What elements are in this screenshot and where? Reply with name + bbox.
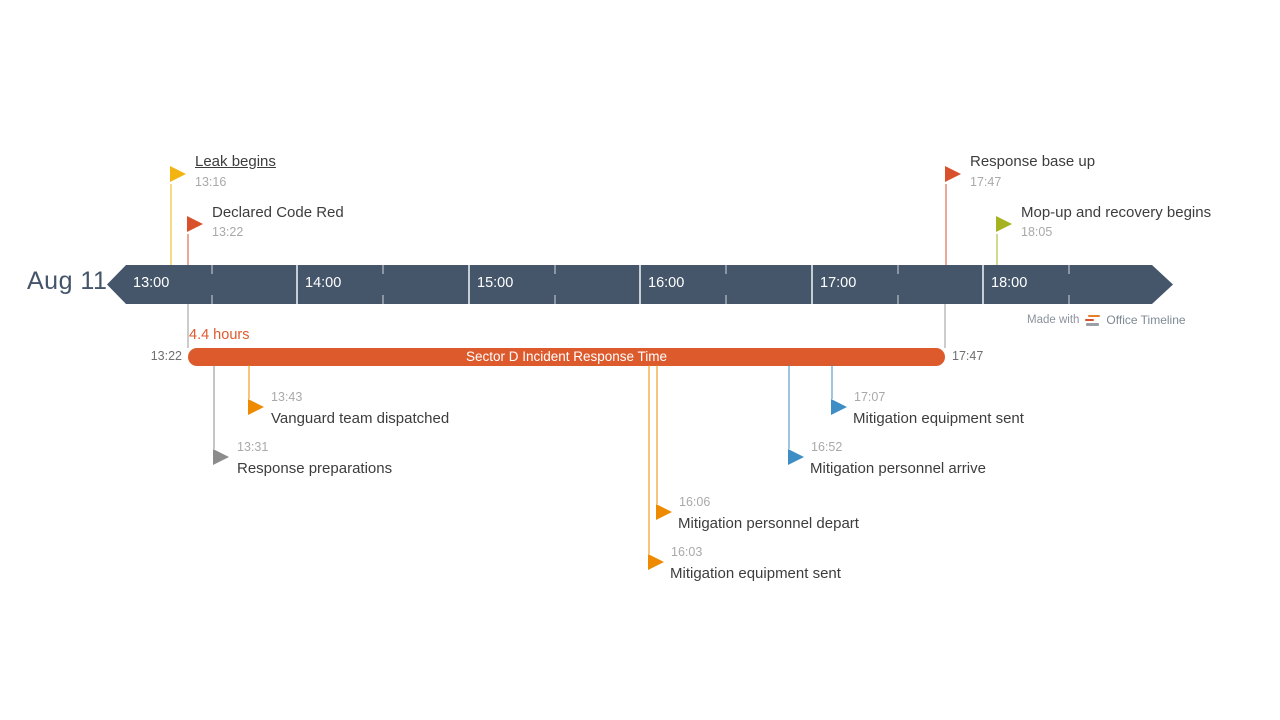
milestone-flag-icon[interactable] [213, 449, 229, 465]
half-hour-tick [382, 295, 384, 304]
milestone-connector [648, 365, 650, 554]
branding: Made with Office Timeline [1027, 313, 1186, 327]
milestone-name: Declared Code Red [212, 204, 344, 221]
milestone-connector [656, 365, 658, 504]
milestone-flag-icon[interactable] [170, 166, 186, 182]
brand-name: Office Timeline [1106, 313, 1186, 327]
half-hour-tick [382, 265, 384, 274]
milestone-connector [213, 365, 215, 449]
hour-gridline [468, 265, 470, 304]
milestone-flag-icon[interactable] [945, 166, 961, 182]
made-with-label: Made with [1027, 314, 1080, 326]
task-end-time: 17:47 [952, 349, 984, 363]
milestone-time: 16:06 [679, 495, 711, 509]
milestone-flag-icon[interactable] [187, 216, 203, 232]
milestone-time: 13:43 [271, 390, 303, 404]
half-hour-tick [1068, 295, 1070, 304]
milestone-name: Leak begins [195, 153, 276, 170]
milestone-flag-icon[interactable] [248, 399, 264, 415]
hour-gridline [296, 265, 298, 304]
milestone-time: 13:31 [237, 440, 269, 454]
half-hour-tick [725, 265, 727, 274]
task-bar[interactable]: Sector D Incident Response Time [188, 348, 945, 366]
milestone-flag-icon[interactable] [656, 504, 672, 520]
hour-gridline [811, 265, 813, 304]
milestone-time: 17:47 [970, 175, 1002, 189]
milestone-connector [788, 365, 790, 449]
milestone-name: Response base up [970, 153, 1096, 170]
milestone-time: 13:22 [212, 225, 244, 239]
milestone-time: 16:03 [671, 545, 703, 559]
half-hour-tick [211, 265, 213, 274]
half-hour-tick [211, 295, 213, 304]
half-hour-tick [1068, 265, 1070, 274]
milestone-connector [187, 234, 189, 265]
half-hour-tick [897, 295, 899, 304]
hour-label: 15:00 [477, 275, 514, 291]
task-start-time: 13:22 [150, 349, 182, 363]
milestone-connector [170, 184, 172, 265]
milestone-name: Response preparations [237, 460, 393, 477]
milestone-flag-icon[interactable] [788, 449, 804, 465]
milestone-time: 17:07 [854, 390, 886, 404]
timeline-band[interactable]: 13:00 14:00 15:00 16:00 17:00 18:00 [107, 265, 1173, 304]
task-end-connector [944, 304, 946, 348]
milestone-name: Vanguard team dispatched [271, 410, 450, 427]
milestone-connector [996, 234, 998, 265]
milestone-time: 18:05 [1021, 225, 1053, 239]
half-hour-tick [554, 265, 556, 274]
milestone-flag-icon[interactable] [996, 216, 1012, 232]
milestone-time: 16:52 [811, 440, 843, 454]
hour-label: 16:00 [648, 275, 685, 291]
half-hour-tick [725, 295, 727, 304]
hour-gridline [639, 265, 641, 304]
task-duration-label: 4.4 hours [189, 327, 250, 343]
hour-label: 13:00 [133, 275, 170, 291]
milestone-name: Mitigation equipment sent [853, 410, 1024, 427]
milestone-name: Mop-up and recovery begins [1021, 204, 1212, 221]
hour-label: 14:00 [305, 275, 342, 291]
office-timeline-logo-icon [1084, 314, 1101, 327]
half-hour-tick [897, 265, 899, 274]
milestone-name: Mitigation personnel depart [678, 515, 859, 532]
milestone-flag-icon[interactable] [831, 399, 847, 415]
hour-label: 17:00 [820, 275, 857, 291]
milestone-name: Mitigation equipment sent [670, 565, 841, 582]
hour-label: 18:00 [991, 275, 1028, 291]
task-start-connector [187, 304, 189, 348]
milestone-connector [831, 365, 833, 399]
milestone-name: Mitigation personnel arrive [810, 460, 986, 477]
milestone-flag-icon[interactable] [648, 554, 664, 570]
milestone-connector [945, 184, 947, 265]
date-label: Aug 11 [27, 267, 108, 295]
milestone-time: 13:16 [195, 175, 227, 189]
hour-gridline [982, 265, 984, 304]
half-hour-tick [554, 295, 556, 304]
milestone-connector [248, 365, 250, 399]
